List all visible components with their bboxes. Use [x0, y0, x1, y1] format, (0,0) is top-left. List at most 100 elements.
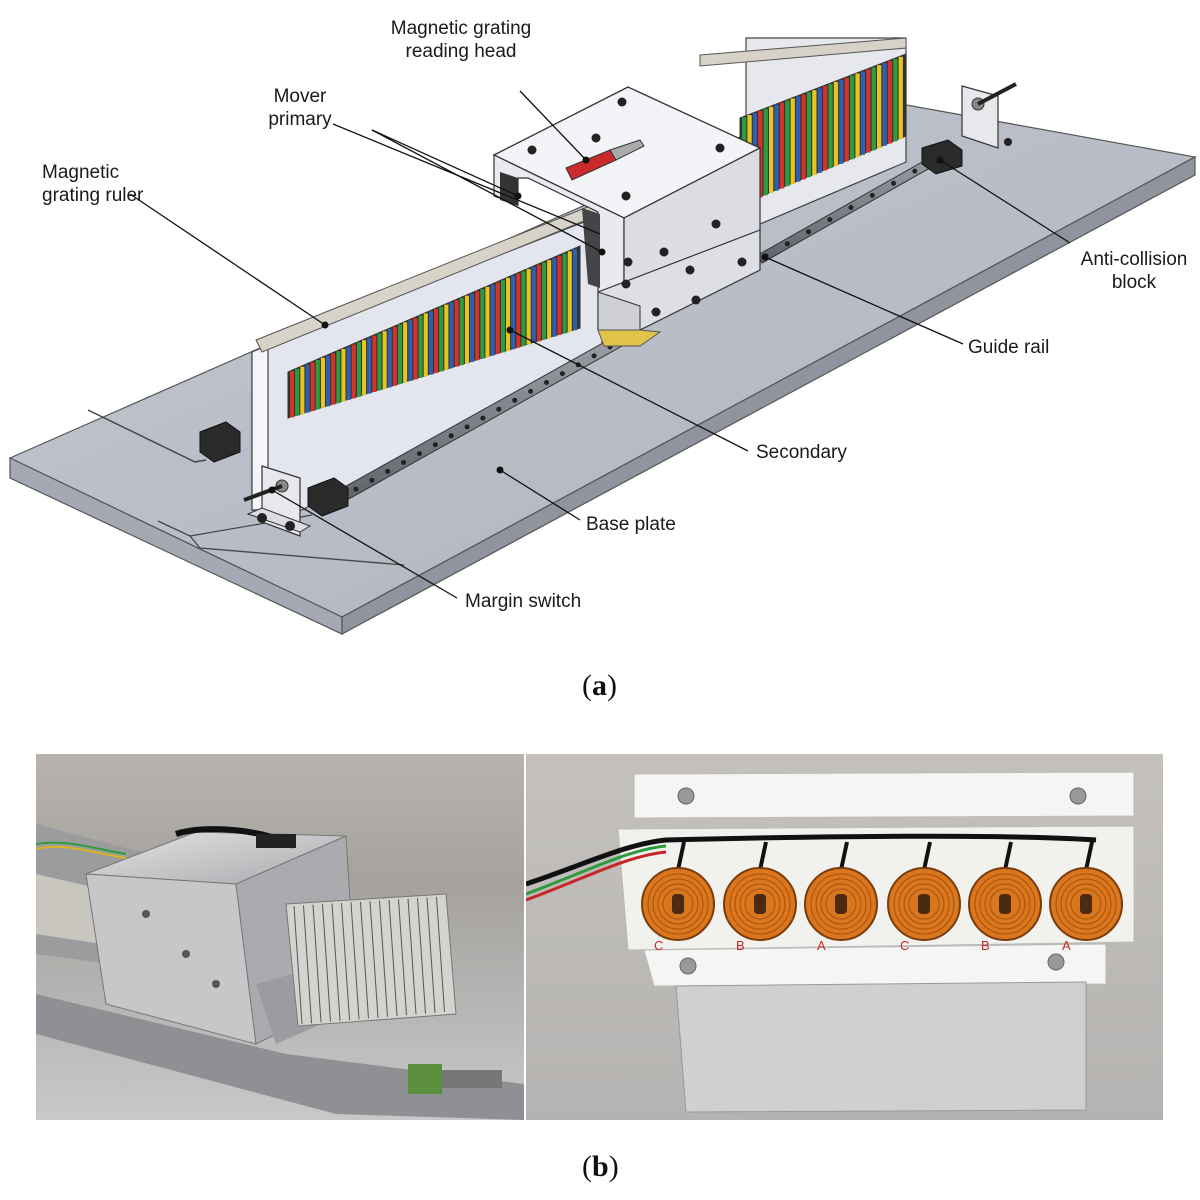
coil-core [918, 894, 930, 914]
grating-stripe [480, 289, 485, 359]
coil-turn [729, 873, 791, 935]
grating-stripe [320, 357, 325, 408]
grating-stripe [844, 77, 849, 162]
rail-hole [385, 468, 391, 474]
grating-stripe [444, 304, 449, 370]
label-base-plate: Base plate [586, 514, 676, 535]
grating-stripe [387, 329, 392, 388]
coil-mark: B [981, 938, 990, 953]
bolt [715, 143, 725, 153]
coil-turn [989, 888, 1021, 920]
cad-diagram [8, 37, 1197, 636]
rail-hole [912, 168, 918, 174]
grating-stripe [526, 269, 531, 345]
grating-stripe [506, 277, 511, 351]
coil-mark: A [817, 938, 826, 953]
rail-hole [512, 397, 518, 403]
grating-stripe [774, 104, 779, 191]
grating-stripe [850, 75, 855, 160]
coil-lead [676, 841, 686, 871]
grating-stripe [408, 320, 413, 381]
coil-turn [984, 883, 1026, 925]
grating-stripe [511, 275, 516, 350]
grating-stripe [315, 360, 320, 410]
grating-stripe [536, 264, 541, 342]
coil-turn [820, 883, 862, 925]
label-grating-ruler: Magnetic grating ruler [42, 162, 144, 206]
grating-stripe [557, 255, 562, 335]
grating-stripe [552, 258, 557, 337]
grating-stripe [562, 253, 567, 334]
grating-stripe [790, 98, 795, 184]
grating-stripe [485, 286, 490, 358]
rail-hole [448, 433, 454, 439]
grating-stripe [817, 88, 822, 173]
leader-lines [129, 90, 1071, 599]
grating-stripe [763, 108, 768, 196]
coil-turn [903, 883, 945, 925]
ruler-line [293, 905, 303, 1025]
ruler-line [379, 900, 388, 1017]
label-guide-rail: Guide rail [968, 337, 1050, 358]
grating-stripe [305, 364, 310, 413]
grating-stripe [567, 251, 572, 332]
grating-stripe [403, 322, 408, 383]
rail-hole [806, 229, 811, 235]
coil-turn [744, 888, 776, 920]
ruler-line [426, 897, 436, 1013]
coil-core [835, 894, 847, 914]
rail-hole [869, 192, 875, 198]
coil-lead [1084, 841, 1094, 871]
rail-hole [416, 451, 422, 457]
anti-collision-block-left [199, 421, 241, 463]
coil-turn [893, 873, 955, 935]
grating-stripe [898, 56, 903, 140]
grating-stripe [464, 295, 469, 364]
rail-hole [432, 442, 438, 448]
label-mover-primary: Mover primary [268, 86, 332, 130]
rail-hole [591, 353, 597, 359]
ruler-line [322, 904, 331, 1022]
coil-turn [1070, 888, 1102, 920]
grating-stripe [300, 366, 305, 415]
grating-stripe [331, 353, 336, 405]
label-margin-switch: Margin switch [465, 591, 582, 612]
ruler-line [341, 902, 350, 1021]
bolt [527, 145, 537, 155]
ruler-line [407, 898, 417, 1015]
grating-stripe [449, 302, 454, 369]
ruler-line [331, 903, 341, 1021]
ruler-line [312, 904, 322, 1023]
bolt [651, 307, 661, 317]
ruler-line [303, 905, 312, 1024]
margin-switch-rear [961, 82, 1017, 149]
grating-stripe [295, 368, 300, 416]
coil-turn [734, 878, 786, 930]
coil-turn [979, 878, 1031, 930]
grating-stripe [866, 69, 871, 153]
grating-stripe [542, 262, 547, 340]
ruler-line [436, 896, 445, 1013]
bolt [621, 279, 631, 289]
grating-stripe [785, 100, 790, 187]
caption-b-letter: b [592, 1150, 609, 1183]
ruler-line [388, 899, 398, 1017]
rail-hole [544, 380, 549, 385]
ruler-line [369, 901, 379, 1018]
bolt [711, 219, 721, 229]
grating-stripe [823, 86, 828, 171]
ruler-line [417, 898, 426, 1014]
rail-hole [827, 217, 833, 223]
coil-lead [758, 841, 768, 871]
rail-hole [353, 486, 359, 492]
grating-stripe [801, 94, 806, 180]
grating-stripe [893, 58, 898, 142]
grating-stripe [413, 317, 418, 380]
front-grating-stripes [290, 249, 577, 418]
coil-turn [739, 883, 781, 925]
rail-hole [891, 180, 896, 186]
grating-stripe [326, 355, 331, 407]
grating-stripe [434, 309, 439, 373]
